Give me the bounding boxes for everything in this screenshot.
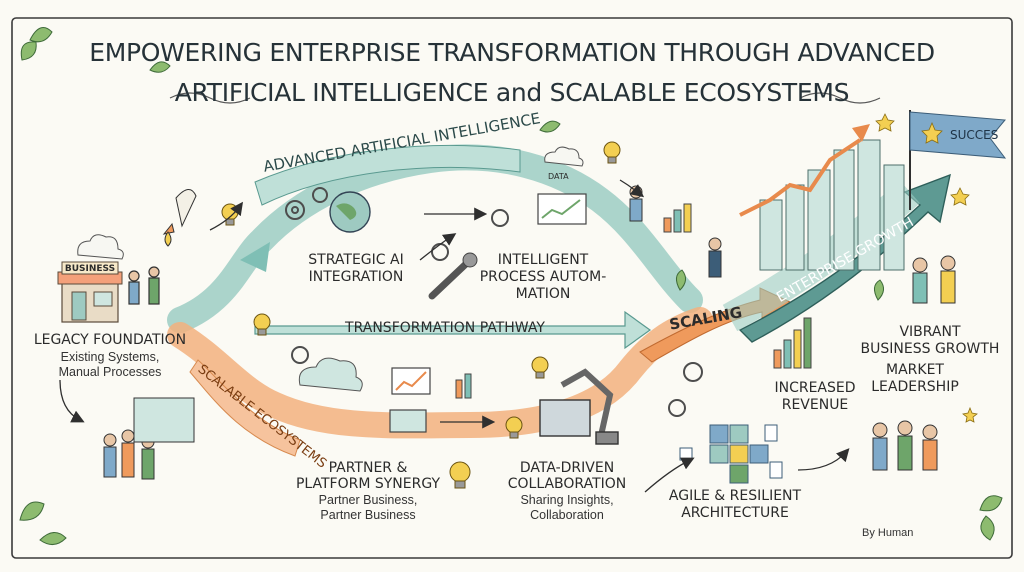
- legacy-sub-1: Existing Systems,: [60, 350, 160, 364]
- ipa-line2: PROCESS AUTOM-: [479, 269, 607, 285]
- architecture-blocks: [679, 424, 783, 484]
- agile-line2: ARCHITECTURE: [681, 505, 789, 521]
- lightbulb-icon: [221, 141, 621, 489]
- data-cloud-label: DATA: [548, 172, 569, 181]
- growth-line: [739, 138, 862, 217]
- ddc-sub-1: Sharing Insights,: [520, 493, 614, 507]
- pathway-arrow: [254, 310, 652, 350]
- growth-arrow: [738, 173, 951, 343]
- laptop-icon: [389, 193, 587, 433]
- ddc-line2: COLLABORATION: [507, 476, 627, 492]
- ipa-line3: MATION: [515, 286, 571, 302]
- frame-border: [11, 17, 1013, 559]
- wrench-icon: [428, 252, 478, 300]
- star-icon: [921, 121, 943, 144]
- robot-arm-icon: [539, 368, 619, 445]
- leaf-icon: [19, 27, 1003, 545]
- city-skyline: [759, 139, 905, 271]
- partner-line1: PARTNER &: [328, 460, 408, 476]
- title-flourish: [169, 92, 881, 104]
- success-flag: [909, 110, 1007, 210]
- plant-icon: [539, 120, 884, 301]
- star-icon: [875, 113, 978, 423]
- signature: By Human: [862, 527, 914, 539]
- partner-sub-1: Partner Business,: [318, 493, 418, 507]
- main-title-line1: EMPOWERING ENTERPRISE TRANSFORMATION THR…: [89, 38, 935, 67]
- bar-chart-icon: [455, 203, 812, 399]
- people-group-icon: [103, 255, 956, 480]
- ecosystem-flow-arrow: [167, 307, 713, 439]
- ipa-line1: INTELLIGENT: [497, 252, 589, 268]
- eco-banner-ribbon: [189, 359, 301, 457]
- partner-line2: PLATFORM SYNERGY: [295, 476, 441, 492]
- vibrant-line1: VIBRANT: [899, 324, 961, 340]
- revenue-line2: REVENUE: [781, 397, 849, 413]
- strategic-ai-line2: INTEGRATION: [308, 269, 404, 285]
- agile-line1: AGILE & RESILIENT: [668, 488, 802, 504]
- gear-icon: [285, 187, 703, 417]
- market-line2: LEADERSHIP: [871, 379, 959, 395]
- business-sign: BUSINESS: [64, 264, 116, 274]
- ai-arrowhead: [240, 242, 270, 272]
- market-line1: MARKET: [886, 362, 944, 378]
- rocket-icon: [162, 189, 197, 247]
- legacy-title: LEGACY FOUNDATION: [33, 332, 187, 348]
- ddc-sub-2: Collaboration: [530, 508, 604, 522]
- ddc-line1: DATA-DRIVEN: [519, 460, 615, 476]
- legacy-sub-2: Manual Processes: [58, 365, 162, 379]
- partner-sub-2: Partner Business: [320, 508, 416, 522]
- success-flag-label: SUCCES: [950, 128, 999, 142]
- sketch-arrows: [59, 179, 850, 493]
- vibrant-line2: BUSINESS GROWTH: [860, 341, 1000, 357]
- cloud-icon: [77, 146, 584, 392]
- storefront-icon: [57, 261, 123, 323]
- people-icon: [128, 266, 160, 305]
- strategic-ai-line1: STRATEGIC AI: [308, 252, 404, 268]
- ai-banner-ribbon: [254, 144, 521, 206]
- growth-line-head: [852, 124, 870, 142]
- revenue-line1: INCREASED: [774, 380, 856, 396]
- globe-icon: [329, 191, 371, 233]
- transformation-pathway-label: TRANSFORMATION PATHWAY: [345, 320, 545, 336]
- main-title-line2: ARTIFICIAL INTELLIGENCE and SCALABLE ECO…: [174, 78, 850, 107]
